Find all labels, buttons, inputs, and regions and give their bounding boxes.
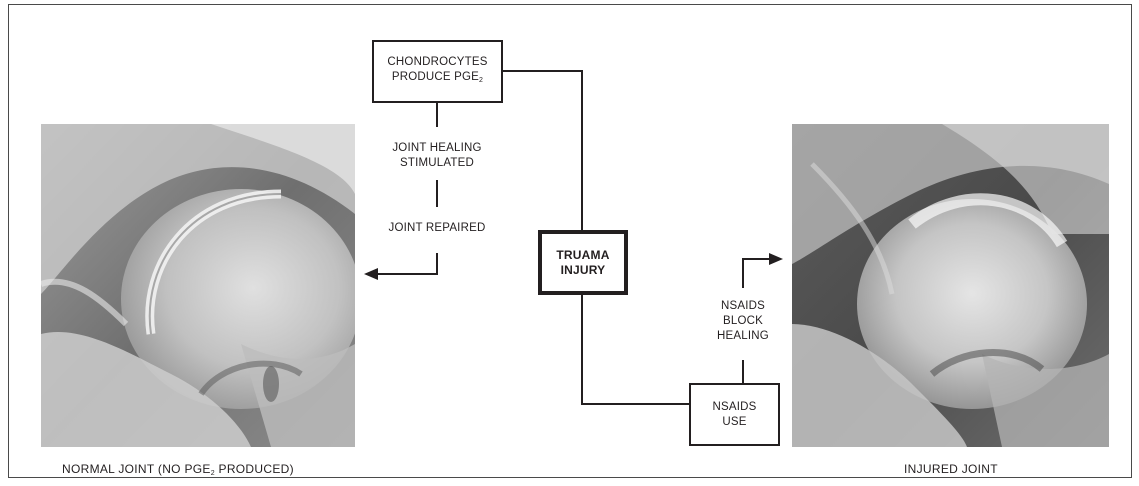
joint-repaired-step: JOINT REPAIRED	[375, 221, 499, 236]
normal-caption-prefix: NORMAL JOINT (NO PGE	[62, 462, 211, 476]
block-line2: BLOCK	[700, 314, 786, 329]
nsaids-use-box: NSAIDS USE	[689, 383, 780, 446]
block-line1: NSAIDS	[700, 299, 786, 314]
trauma-line1: TRUAMA	[556, 248, 609, 263]
normal-joint-caption: NORMAL JOINT (NO PGE2 PRODUCED)	[62, 462, 294, 477]
chondrocytes-box: CHONDROCYTES PRODUCE PGE2	[372, 40, 503, 103]
pge-subscript: 2	[479, 77, 483, 84]
chondrocytes-line2: PRODUCE PGE	[392, 71, 479, 83]
trauma-injury-box: TRUAMA INJURY	[538, 230, 628, 295]
connector-repaired-to-normal	[376, 253, 437, 274]
trauma-line2: INJURY	[556, 263, 609, 278]
nsaids-use-line2: USE	[712, 415, 756, 430]
normal-caption-suffix: PRODUCED)	[215, 462, 294, 476]
chondrocytes-line1: CHONDROCYTES	[387, 55, 487, 70]
connector-block-to-injured	[743, 259, 772, 288]
connector-chondrocytes-to-trauma	[502, 71, 582, 231]
block-line3: HEALING	[700, 329, 786, 344]
repaired-label: JOINT REPAIRED	[375, 221, 499, 236]
healing-line2: STIMULATED	[375, 156, 499, 171]
healing-line1: JOINT HEALING	[375, 141, 499, 156]
injured-caption: INJURED JOINT	[904, 462, 998, 476]
joint-healing-step: JOINT HEALING STIMULATED	[375, 141, 499, 171]
injured-joint-caption: INJURED JOINT	[904, 462, 998, 476]
nsaids-block-healing-step: NSAIDS BLOCK HEALING	[700, 299, 786, 344]
arrowhead-to-normal-joint	[364, 268, 378, 280]
arrowhead-to-injured-joint	[769, 253, 783, 265]
nsaids-use-line1: NSAIDS	[712, 400, 756, 415]
connector-trauma-to-nsaids	[582, 294, 689, 404]
